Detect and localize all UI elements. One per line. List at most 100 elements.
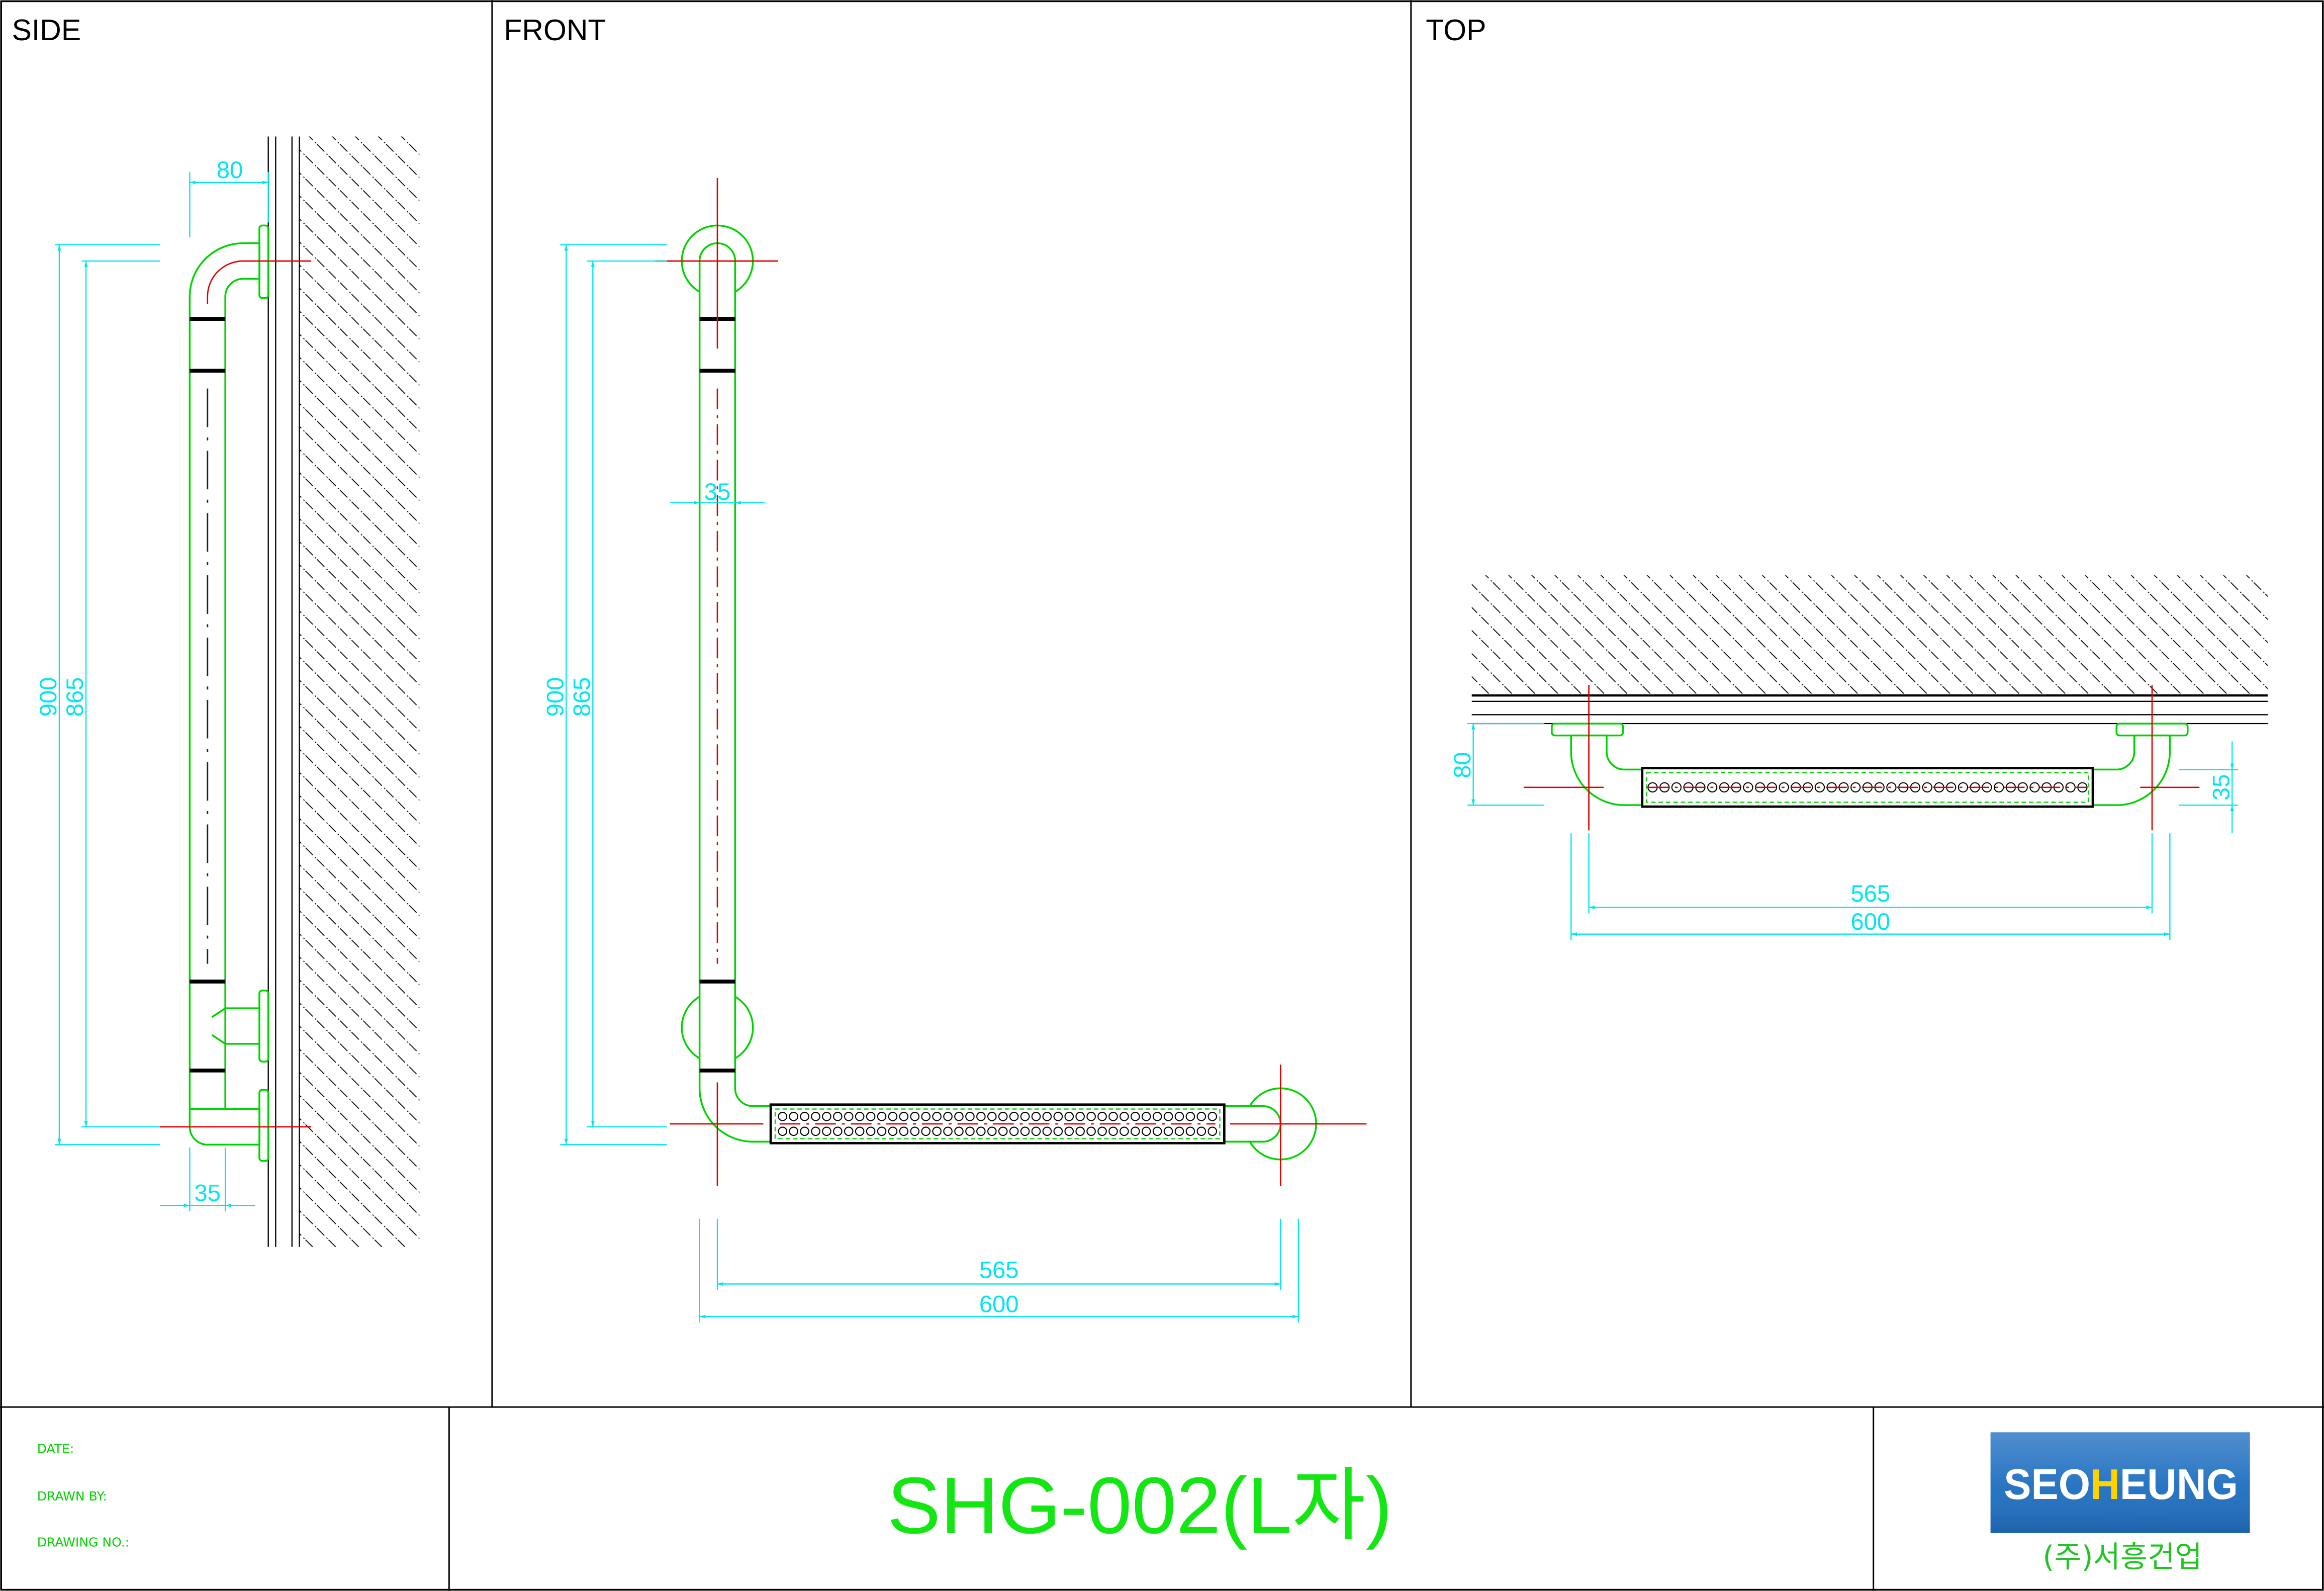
- wall-hatch: [299, 136, 420, 1247]
- front-view-label: FRONT: [504, 14, 606, 47]
- date-label: DATE:: [37, 1442, 74, 1456]
- grip-hole: [844, 1112, 854, 1121]
- grip-hole: [833, 1126, 843, 1136]
- top-dimensions: 80 35 565 600: [1449, 723, 2238, 940]
- grip-hole: [954, 1126, 964, 1136]
- top-view-label: TOP: [1426, 14, 1486, 47]
- grip-hole: [954, 1112, 964, 1121]
- grip-hole: [1850, 782, 1861, 792]
- grip-hole: [1130, 1126, 1140, 1136]
- grip-hole: [866, 1126, 876, 1136]
- grip-hole: [998, 1126, 1008, 1136]
- grip-hole: [1993, 782, 2004, 792]
- dim-overall-height-900: 900: [541, 677, 568, 717]
- wall-section: [267, 136, 420, 1247]
- top-view: TOP 80: [1426, 14, 2268, 940]
- dim-center-height-865: 865: [568, 677, 595, 717]
- grip-hole: [1152, 1126, 1162, 1136]
- left-flange: [1551, 723, 1624, 737]
- logo-wordmark-prefix: SEO: [2004, 1461, 2090, 1509]
- grip-hole: [2029, 782, 2040, 792]
- grip-hole: [877, 1112, 887, 1121]
- grip-hole: [1075, 1112, 1085, 1121]
- grip-hole: [1108, 1112, 1118, 1121]
- grip-hole: [1009, 1126, 1019, 1136]
- grip-hole: [921, 1112, 931, 1121]
- front-view: FRONT 35: [504, 14, 1367, 1323]
- grip-hole: [1064, 1126, 1074, 1136]
- dim-overall-length-600: 600: [1850, 908, 1890, 935]
- grip-hole: [1009, 1112, 1019, 1121]
- grip-hole: [1097, 1112, 1107, 1121]
- grip-hole: [1120, 1126, 1129, 1136]
- grip-hole: [1097, 1126, 1107, 1136]
- grip-hole: [910, 1126, 920, 1136]
- grip-hole: [888, 1126, 898, 1136]
- grip-hole: [1120, 1112, 1129, 1121]
- grip-hole: [833, 1112, 843, 1121]
- grip-hole: [1053, 1126, 1063, 1136]
- grip-hole: [800, 1126, 809, 1136]
- grip-hole: [855, 1112, 865, 1121]
- grip-sleeve-inner: [1646, 772, 2089, 803]
- dim-center-height-865: 865: [61, 677, 88, 717]
- grip-holes: [778, 1112, 1218, 1136]
- grip-hole: [1108, 1126, 1118, 1136]
- grip-hole: [1141, 1112, 1151, 1121]
- logo-wordmark-highlight: H: [2090, 1461, 2120, 1509]
- grip-hole: [778, 1126, 788, 1136]
- wall-hatch: [1471, 575, 2268, 694]
- grip-hole: [1922, 782, 1932, 792]
- grip-hole: [1031, 1126, 1041, 1136]
- grip-hole: [899, 1126, 909, 1136]
- grip-hole: [822, 1126, 831, 1136]
- grip-hole: [1707, 782, 1718, 792]
- grip-hole: [1086, 1112, 1096, 1121]
- grip-hole: [987, 1126, 997, 1136]
- grip-hole: [1086, 1126, 1096, 1136]
- grip-hole: [844, 1126, 854, 1136]
- grip-hole: [965, 1112, 975, 1121]
- front-dimensions: 35 900 865 565 600: [541, 244, 1299, 1323]
- dim-tube-35: 35: [704, 478, 730, 505]
- grip-hole: [1671, 782, 1682, 792]
- grip-hole: [1130, 1112, 1140, 1121]
- company-name: (주)서흥건업: [2042, 1540, 2202, 1574]
- grip-hole: [1196, 1112, 1206, 1121]
- grip-hole: [998, 1112, 1008, 1121]
- grip-hole: [1020, 1126, 1030, 1136]
- grip-hole: [910, 1112, 920, 1121]
- grip-hole: [1207, 1126, 1218, 1136]
- dim-center-length-565: 565: [1850, 880, 1890, 907]
- grip-hole: [932, 1126, 942, 1136]
- grip-hole: [1163, 1126, 1173, 1136]
- grab-bar-top: [1523, 685, 2200, 831]
- title-block: DATE: DRAWN BY: DRAWING NO.: SHG-002(L자)…: [37, 1432, 2250, 1574]
- dim-tube-35: 35: [195, 1179, 221, 1206]
- logo-wordmark: SEOHEUNG: [2004, 1461, 2238, 1509]
- grip-hole: [1031, 1112, 1041, 1121]
- drawn-by-label: DRAWN BY:: [37, 1489, 107, 1504]
- grip-hole: [965, 1126, 975, 1136]
- grip-hole: [943, 1112, 953, 1121]
- grip-hole: [822, 1112, 831, 1121]
- grip-hole: [1196, 1126, 1206, 1136]
- grip-hole: [789, 1112, 798, 1121]
- side-view-label: SIDE: [12, 14, 81, 47]
- grip-hole: [976, 1112, 986, 1121]
- grip-hole: [888, 1112, 898, 1121]
- dim-projection-80: 80: [1449, 752, 1475, 778]
- wall-section: [1471, 575, 2268, 725]
- grip-hole: [1152, 1112, 1162, 1121]
- grip-hole: [1886, 782, 1897, 792]
- grip-hole: [778, 1112, 788, 1121]
- grip-hole: [811, 1126, 820, 1136]
- grip-hole: [921, 1126, 931, 1136]
- grip-hole: [1185, 1112, 1195, 1121]
- top-flange: [258, 224, 269, 299]
- grip-hole: [1958, 782, 1969, 792]
- grip-hole: [1207, 1112, 1218, 1121]
- grip-hole: [1141, 1126, 1151, 1136]
